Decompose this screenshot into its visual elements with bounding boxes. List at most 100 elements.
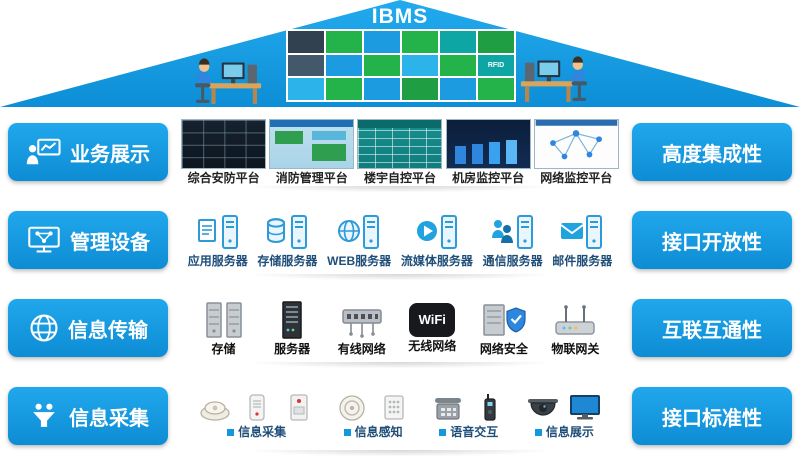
- network-topology-graphic: [535, 119, 618, 160]
- platform-item: 机房监控平台: [445, 118, 531, 185]
- diagram-title: IBMS: [371, 5, 429, 28]
- platform-item: 消防管理平台: [269, 118, 355, 185]
- globe-icon: [30, 314, 58, 342]
- dashboard-tile: [288, 54, 324, 77]
- communication-server-icon: [491, 214, 533, 249]
- category-management-devices: 管理设备: [8, 211, 168, 269]
- server-item: 邮件服务器: [552, 212, 612, 268]
- category-label: 管理设备: [70, 231, 150, 254]
- telephone-icon: [434, 397, 461, 420]
- building-automation-screenshot: [357, 118, 443, 169]
- group-label-text: 语音交互: [450, 424, 499, 439]
- device-item: 服务器: [269, 300, 315, 356]
- streaming-media-server-icon: [416, 214, 457, 249]
- card-reader-icon: [289, 394, 308, 421]
- device-item: 存储: [201, 300, 247, 356]
- collection-group: 信息采集: [198, 393, 316, 439]
- collection-group-icons: [335, 393, 411, 423]
- network-monitor-screenshot: [533, 118, 619, 169]
- collection-group-label: 语音交互: [439, 424, 499, 439]
- dashboard-tile: [326, 54, 362, 77]
- device-item: WiFi 无线网络: [408, 302, 457, 353]
- platform-label: 综合安防平台: [187, 170, 260, 185]
- platform-item: 楼宇自控平台: [357, 118, 443, 185]
- device-item: 网络安全: [479, 300, 529, 356]
- row-information-transmission: 信息传输 存储: [0, 284, 800, 372]
- wired-network-switch-icon: [341, 309, 382, 338]
- row-management-devices: 管理设备 应用服务器: [0, 196, 800, 284]
- walkie-talkie-icon: [484, 393, 496, 421]
- feature-interface-standardization: 接口标准性: [632, 387, 792, 445]
- collection-group-label: 信息展示: [534, 424, 594, 439]
- wifi-icon: WiFi: [409, 302, 456, 337]
- fire-platform-screenshot: [269, 118, 355, 169]
- round-sensor-icon: [339, 395, 365, 421]
- category-information-transmission: 信息传输: [8, 299, 168, 357]
- collection-group: 信息感知: [335, 393, 411, 439]
- smoke-detector-icon: [199, 401, 230, 421]
- dashboard-tile: [288, 31, 324, 53]
- device-item: 物联网关: [551, 300, 599, 356]
- server-item: 应用服务器: [188, 212, 248, 268]
- dashboard-tile: [478, 78, 514, 100]
- feature-label: 接口开放性: [662, 231, 762, 254]
- collection-group-label: 信息采集: [227, 424, 287, 439]
- sensor-panel-icon: [384, 395, 404, 420]
- collection-group-icons: [431, 393, 507, 423]
- dashboard-tile: [440, 54, 476, 77]
- category-label: 信息采集: [69, 407, 149, 430]
- server-label: 流媒体服务器: [400, 253, 473, 268]
- platform-label: 消防管理平台: [275, 170, 348, 185]
- server-item: WEB服务器: [327, 212, 391, 268]
- transmission-strip: 存储 服务器: [178, 284, 622, 372]
- device-label: 无线网络: [408, 338, 457, 353]
- dashboard-screenshot: RFID: [286, 29, 516, 102]
- storage-server-icon: [267, 214, 308, 249]
- rfid-tile-label: RFID: [487, 61, 505, 69]
- collection-strip: 信息采集: [178, 372, 622, 460]
- collection-group: 信息展示: [526, 393, 602, 439]
- servers-strip: 应用服务器 存储服务器: [178, 196, 622, 284]
- presentation-chart-icon: [26, 138, 61, 165]
- dashboard-tile: [402, 78, 438, 100]
- group-label-text: 信息感知: [354, 424, 403, 439]
- collection-group-icons: [198, 393, 316, 423]
- platform-label: 网络监控平台: [540, 170, 613, 185]
- dashboard-tile: [364, 78, 400, 100]
- dashboard-tile: [478, 31, 514, 53]
- group-label-text: 信息展示: [545, 424, 594, 439]
- monitor-flowchart-icon: [28, 226, 60, 253]
- platform-label: 机房监控平台: [452, 170, 525, 185]
- blue-square-bullet: [439, 429, 447, 436]
- dashboard-tile: [402, 54, 438, 77]
- wall-sensor-icon: [248, 394, 265, 421]
- feature-label: 高度集成性: [662, 143, 762, 166]
- application-server-icon: [197, 214, 238, 249]
- row-business-display: 业务展示 综合安防平台 消防管理平台 楼宇自控平台 机房监控平台: [0, 108, 800, 196]
- dashboard-tile: [288, 78, 324, 100]
- server-label: 通信服务器: [482, 253, 543, 268]
- row-information-collection: 信息采集: [0, 372, 800, 460]
- dashboard-tile: [440, 78, 476, 100]
- server-item: 存储服务器: [257, 212, 317, 268]
- web-server-icon: [338, 214, 380, 249]
- server-room-monitor-screenshot: [445, 118, 531, 169]
- dashboard-tile: [440, 31, 476, 53]
- group-label-text: 信息采集: [238, 424, 287, 439]
- operator-clipart-left: [194, 58, 262, 104]
- dashboard-tile-rfid: RFID: [478, 54, 514, 77]
- collection-group-label: 信息感知: [343, 424, 403, 439]
- dashboard-tile: [364, 31, 400, 53]
- feature-label: 互联互通性: [662, 319, 762, 342]
- server-rack-icon: [282, 301, 302, 339]
- dome-camera-icon: [528, 398, 559, 416]
- platforms-strip: 综合安防平台 消防管理平台 楼宇自控平台 机房监控平台: [178, 108, 622, 196]
- storage-cabinets-icon: [205, 302, 242, 338]
- layer-rows: 业务展示 综合安防平台 消防管理平台 楼宇自控平台 机房监控平台: [0, 108, 800, 460]
- server-item: 流媒体服务器: [401, 212, 473, 268]
- collection-funnel-icon: [33, 403, 55, 427]
- feature-interconnectivity: 互联互通性: [632, 299, 792, 357]
- collection-group-icons: [526, 393, 602, 423]
- feature-high-integration: 高度集成性: [632, 123, 792, 181]
- category-business-display: 业务展示: [8, 123, 168, 181]
